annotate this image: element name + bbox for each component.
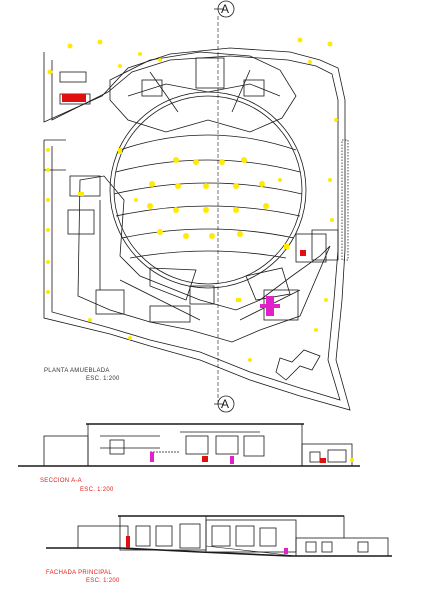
- top-wing: [109, 51, 297, 133]
- seating-arc-1: [119, 134, 297, 151]
- yellow-markers: [46, 37, 338, 362]
- section-title: SECCION A-A: [40, 478, 82, 484]
- plan-title: PLANTA AMUEBLADA: [44, 368, 110, 374]
- seating-arc-2: [115, 159, 301, 173]
- axis-label-bottom: A: [221, 397, 229, 411]
- bottom-right-zigzag: [275, 349, 321, 381]
- seating-arc-5: [121, 228, 295, 239]
- section-drawing: [18, 423, 360, 467]
- lower-wing: [77, 175, 331, 343]
- section-accents: [150, 452, 354, 464]
- seating-arc-3: [113, 182, 303, 195]
- facade-accents: [126, 536, 288, 554]
- facade-title: FACHADA PRINCIPAL: [46, 570, 113, 576]
- facade-scale: ESC. 1:200: [86, 578, 120, 584]
- right-parking: [311, 229, 339, 261]
- axis-label-top: A: [221, 2, 229, 16]
- section-scale: ESC. 1:200: [80, 487, 114, 493]
- plan-scale: ESC. 1:200: [86, 376, 120, 382]
- seating-arc-4: [115, 205, 301, 217]
- facade-drawing: [46, 515, 392, 557]
- site-plan: [43, 0, 351, 413]
- site-inner-boundary: [51, 55, 341, 401]
- accent-elements: [62, 94, 306, 316]
- auditorium-outer-ring: [109, 91, 307, 289]
